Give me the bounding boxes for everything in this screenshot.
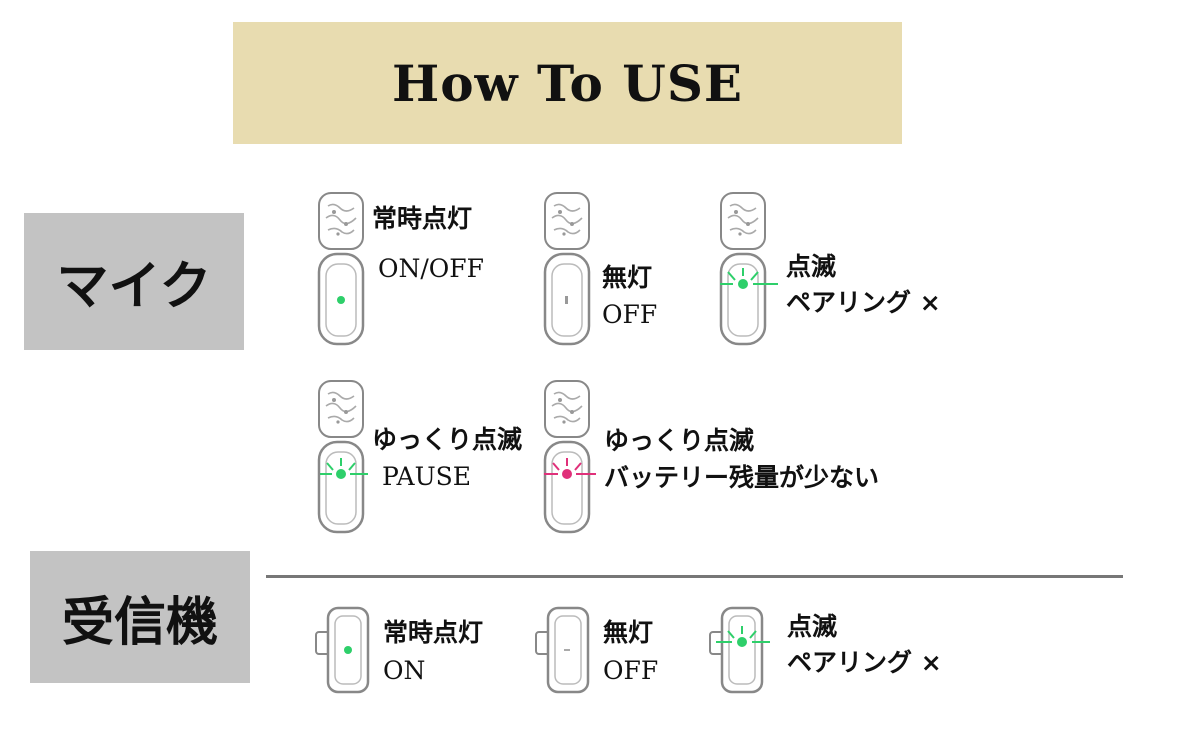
led-off-icon (564, 649, 570, 651)
mic-device-icon (317, 191, 365, 346)
receiver-state-2-en: OFF (603, 656, 659, 685)
mic-state-3-jp: 点滅 (786, 252, 837, 281)
mic-state-3-en: ペアリング × (786, 288, 941, 317)
mic-state-5-jp: ゆっくり点滅 (604, 426, 755, 455)
led-blink-icon (720, 268, 778, 289)
mic-state-2-en: OFF (602, 300, 658, 329)
led-blink-icon (320, 458, 368, 479)
mic-device-icon (317, 379, 368, 534)
mic-state-4-jp: ゆっくり点滅 (372, 425, 523, 454)
mic-state-2-jp: 無灯 (602, 263, 653, 292)
receiver-device-icon (314, 606, 370, 694)
receiver-state-2-jp: 無灯 (603, 618, 654, 647)
title-banner: How To USE (233, 22, 902, 144)
section-label-receiver: 受信機 (30, 551, 250, 683)
section-mic-text: マイク (56, 256, 212, 317)
led-blink-icon (716, 626, 770, 647)
mic-device-icon (719, 191, 778, 346)
section-label-mic: マイク (24, 213, 244, 350)
mic-device-icon (543, 191, 591, 346)
receiver-device-icon (534, 606, 590, 694)
receiver-state-1-jp: 常時点灯 (383, 618, 484, 647)
led-red-blink-icon (544, 458, 596, 479)
receiver-state-3-jp: 点滅 (787, 612, 838, 641)
receiver-state-1-en: ON (383, 656, 426, 685)
led-off-icon (565, 296, 568, 304)
receiver-state-3-en: ペアリング × (787, 648, 942, 677)
led-green-icon (344, 646, 352, 654)
mic-state-1-en: ON/OFF (378, 254, 484, 283)
page-title: How To USE (391, 53, 744, 113)
mic-state-5-en: バッテリー残量が少ない (604, 463, 880, 492)
section-receiver-text: 受信機 (61, 591, 218, 653)
receiver-device-icon (708, 606, 770, 694)
section-divider (266, 575, 1123, 578)
mic-device-icon (543, 379, 596, 534)
mic-state-1-jp: 常時点灯 (372, 204, 473, 233)
mic-state-4-en: PAUSE (382, 462, 472, 491)
led-green-icon (337, 296, 345, 304)
